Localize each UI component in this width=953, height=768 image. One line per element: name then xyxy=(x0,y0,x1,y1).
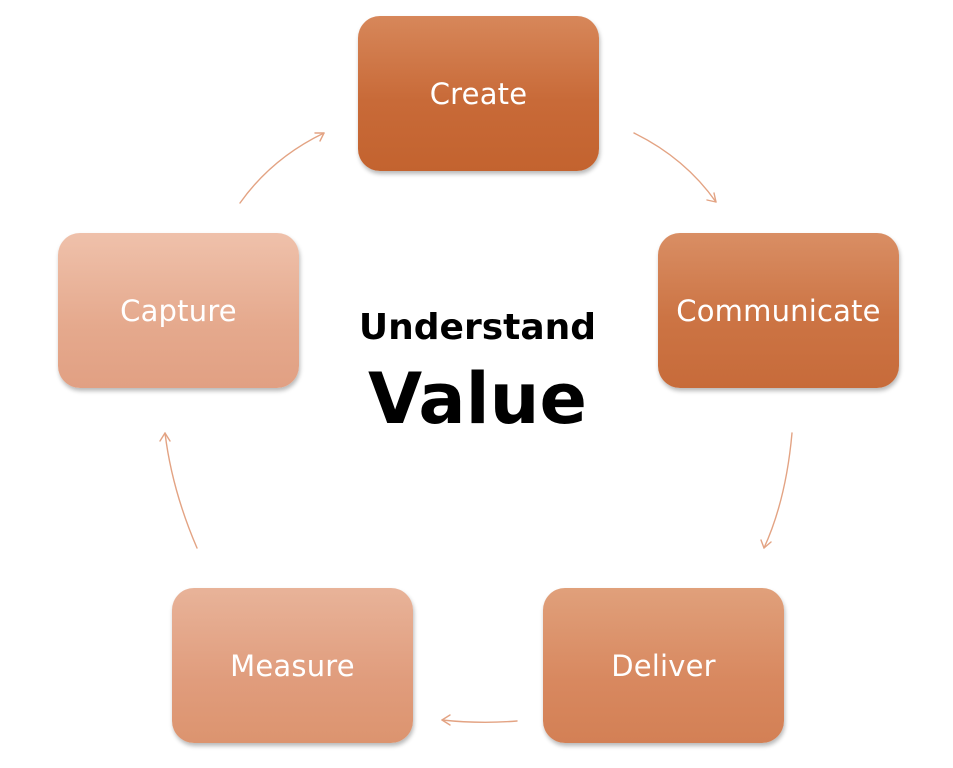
center-title-line2: Value xyxy=(368,358,587,440)
arrow-deliver-to-measure xyxy=(441,719,518,723)
center-title: Understand Value xyxy=(330,300,625,442)
step-deliver-label: Deliver xyxy=(611,648,716,683)
step-create: Create xyxy=(358,16,599,171)
step-measure: Measure xyxy=(172,588,413,743)
step-deliver: Deliver xyxy=(543,588,784,743)
step-capture-label: Capture xyxy=(120,293,237,328)
arrow-measure-to-capture xyxy=(164,432,198,549)
arrow-communicate-to-deliver xyxy=(763,432,793,549)
arrow-create-to-communicate xyxy=(633,132,717,203)
arrow-capture-to-create xyxy=(239,132,325,204)
step-communicate-label: Communicate xyxy=(676,293,881,328)
step-create-label: Create xyxy=(429,76,528,111)
center-title-line1: Understand xyxy=(358,307,597,348)
step-capture: Capture xyxy=(58,233,299,388)
step-measure-label: Measure xyxy=(230,648,355,683)
step-communicate: Communicate xyxy=(658,233,899,388)
